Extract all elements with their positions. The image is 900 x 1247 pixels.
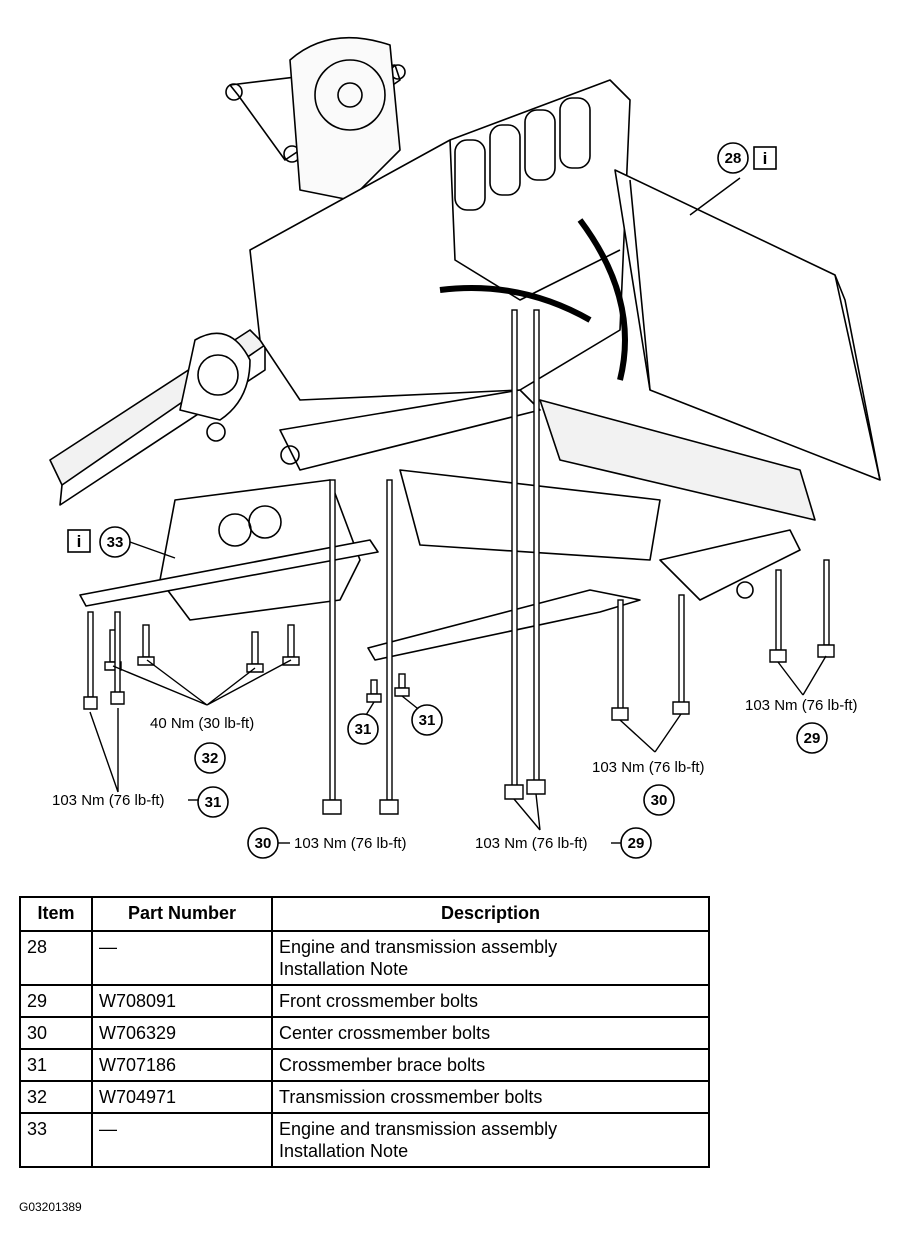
cell-item: 31 (19, 1048, 93, 1082)
cell-item: 32 (19, 1080, 93, 1114)
svg-text:29: 29 (804, 730, 821, 747)
cell-part-number: — (91, 1112, 273, 1168)
torque-label-29-bottom: 103 Nm (76 lb-ft) (475, 835, 588, 852)
callout-33: i 33 (67, 526, 131, 558)
transmission-crossmember-bolts (104, 624, 300, 673)
torque-label-29-right: 103 Nm (76 lb-ft) (745, 697, 858, 714)
table-row: 28 — Engine and transmission assembly In… (19, 930, 710, 986)
cell-description: Front crossmember bolts (271, 984, 710, 1018)
torque-label-32: 40 Nm (30 lb-ft) (150, 715, 254, 732)
cell-description: Engine and transmission assembly Install… (271, 1112, 710, 1168)
svg-text:30: 30 (255, 835, 272, 852)
info-box-icon (753, 146, 777, 170)
svg-text:31: 31 (355, 721, 372, 738)
table-header-row: Item Part Number Description (19, 896, 710, 932)
crossmember-brace-bolts-left (83, 611, 125, 710)
leader-lines (89, 177, 827, 844)
callout-28: 28 i (717, 142, 777, 174)
callout-29-bottom: 103 Nm (76 lb-ft) 29 (475, 827, 652, 859)
svg-text:29: 29 (628, 835, 645, 852)
callout-31-left: 103 Nm (76 lb-ft) 31 (52, 786, 229, 818)
svg-text:i: i (763, 149, 768, 168)
callout-29-right: 103 Nm (76 lb-ft) 29 (745, 697, 858, 754)
table-row: 31 W707186 Crossmember brace bolts (19, 1048, 710, 1082)
engine-assembly-illustration (49, 36, 881, 661)
cell-item: 30 (19, 1016, 93, 1050)
front-crossmember-bolts-right (769, 559, 835, 663)
center-crossmember-bolts-right (611, 594, 690, 721)
callout-30-bottom: 30 103 Nm (76 lb-ft) (247, 827, 407, 859)
svg-text:i: i (77, 532, 82, 551)
parts-table: Item Part Number Description 28 — Engine… (19, 896, 710, 1168)
torque-label-31: 103 Nm (76 lb-ft) (52, 792, 165, 809)
cell-part-number: W708091 (91, 984, 273, 1018)
front-crossmember-bolts-bottom (504, 309, 546, 800)
callout-32: 40 Nm (30 lb-ft) 32 (150, 715, 254, 774)
cell-part-number: — (91, 930, 273, 986)
cell-item: 29 (19, 984, 93, 1018)
cell-part-number: W704971 (91, 1080, 273, 1114)
bolt-callouts (83, 309, 835, 815)
svg-text:32: 32 (202, 750, 219, 767)
table-row: 29 W708091 Front crossmember bolts (19, 984, 710, 1018)
figure-code: G03201389 (19, 1200, 82, 1214)
cell-part-number: W707186 (91, 1048, 273, 1082)
svg-text:28: 28 (725, 150, 742, 167)
cell-part-number: W706329 (91, 1016, 273, 1050)
torque-label-30-bottom: 103 Nm (76 lb-ft) (294, 835, 407, 852)
cell-description: Center crossmember bolts (271, 1016, 710, 1050)
callout-31-center: 31 31 (347, 704, 443, 745)
table-row: 32 W704971 Transmission crossmember bolt… (19, 1080, 710, 1114)
svg-text:31: 31 (419, 712, 436, 729)
svg-text:30: 30 (651, 792, 668, 809)
svg-text:31: 31 (205, 794, 222, 811)
torque-label-30-right: 103 Nm (76 lb-ft) (592, 759, 705, 776)
header-item: Item (19, 896, 93, 932)
info-box-icon (67, 529, 91, 553)
engine-crossmember-diagram: 28 i i 33 40 Nm (30 lb-ft) 32 103 Nm (76… (49, 36, 881, 859)
cell-description: Engine and transmission assembly Install… (271, 930, 710, 986)
callout-30-right: 103 Nm (76 lb-ft) 30 (592, 759, 705, 816)
cell-item: 33 (19, 1112, 93, 1168)
cell-description: Crossmember brace bolts (271, 1048, 710, 1082)
crossmember-brace-bolts-center (366, 673, 410, 703)
cell-description: Transmission crossmember bolts (271, 1080, 710, 1114)
table-row: 30 W706329 Center crossmember bolts (19, 1016, 710, 1050)
cell-item: 28 (19, 930, 93, 986)
table-row: 33 — Engine and transmission assembly In… (19, 1112, 710, 1168)
header-part-number: Part Number (91, 896, 273, 932)
center-crossmember-bolts-bottom (322, 479, 399, 815)
svg-text:33: 33 (107, 534, 124, 551)
header-description: Description (271, 896, 710, 932)
